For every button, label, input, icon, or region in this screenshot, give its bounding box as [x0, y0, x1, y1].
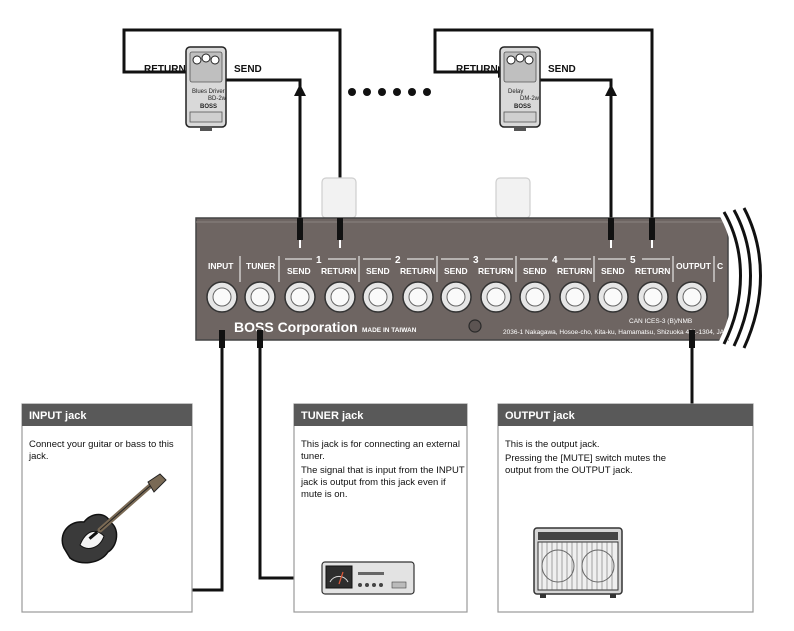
pedal-cables [122, 28, 654, 224]
pedal2-return-label: RETURN [456, 64, 498, 75]
pedal1-brand: BOSS [200, 104, 217, 110]
amplifier-icon [533, 527, 623, 598]
tuner-box-line-3: The signal that is input from the INPUT [301, 465, 465, 476]
loop4-send-jack[interactable] [519, 281, 551, 313]
input-box-line-1: Connect your guitar or bass to this [29, 439, 174, 450]
pedal2-send-label: SEND [548, 64, 576, 75]
panel-brand: BOSS Corporation [234, 319, 358, 335]
pedal-blues-driver: Blues Driver BD-2w BOSS [185, 46, 227, 131]
loop1-send-label: SEND [287, 266, 311, 276]
output-box-title: OUTPUT jack [505, 410, 576, 422]
cut-label: C [717, 261, 723, 271]
loop1-return-label: RETURN [321, 266, 356, 276]
pedal2-model: DM-2w [520, 96, 540, 102]
tuner-box-line-2: tuner. [301, 451, 325, 462]
loop5-return-label: RETURN [635, 266, 670, 276]
break-marks [718, 207, 762, 349]
tuner-box-line-4: jack is output from this jack even if [300, 477, 446, 488]
loop2-send-jack[interactable] [362, 281, 394, 313]
tuner-box-line-5: mute is on. [301, 489, 347, 500]
loop3-send-label: SEND [444, 266, 468, 276]
output-info-box: OUTPUT jack This is the output jack. Pre… [497, 403, 754, 613]
loop1-send-jack[interactable] [284, 281, 316, 313]
guitar-icon [61, 473, 167, 564]
panel-compliance: CAN ICES-3 (B)/NMB [629, 318, 692, 325]
loop3-return-label: RETURN [478, 266, 513, 276]
output-box-line-1: This is the output jack. [505, 439, 600, 450]
loop5-return-jack[interactable] [637, 281, 669, 313]
loop2-number: 2 [395, 255, 401, 266]
loop3-number: 3 [473, 255, 479, 266]
loop5-send-label: SEND [601, 266, 625, 276]
pedal1-name: Blues Driver [192, 89, 225, 95]
input-info-box: INPUT jack Connect your guitar or bass t… [21, 403, 193, 613]
loop2-return-jack[interactable] [402, 281, 434, 313]
tuner-box-title: TUNER jack [301, 410, 364, 422]
panel-jacks [206, 281, 708, 313]
loop4-send-label: SEND [523, 266, 547, 276]
input-label: INPUT [208, 261, 234, 271]
tuner-label: TUNER [246, 261, 275, 271]
pedal1-return-label: RETURN [144, 64, 186, 75]
loop3-send-jack[interactable] [440, 281, 472, 313]
loop1-number: 1 [316, 255, 322, 266]
panel-address: 2036-1 Nakagawa, Hosoe-cho, Kita-ku, Ham… [503, 329, 737, 336]
loop5-number: 5 [630, 255, 636, 266]
tuner-device-icon [321, 561, 415, 595]
input-box-title: INPUT jack [29, 410, 87, 422]
output-box-line-2: Pressing the [MUTE] switch mutes the [505, 453, 666, 464]
ellipsis-dots [348, 88, 431, 96]
top-plugs [297, 218, 655, 248]
input-box-line-2: jack. [28, 451, 49, 462]
pedal1-send-label: SEND [234, 64, 262, 75]
loop1-return-jack[interactable] [324, 281, 356, 313]
pedal2-name: Delay [508, 89, 523, 95]
panel-made-in: MADE IN TAIWAN [362, 327, 417, 334]
tuner-box-line-1: This jack is for connecting an external [301, 439, 460, 450]
pedal1-model: BD-2w [208, 96, 227, 102]
loop4-number: 4 [552, 255, 558, 266]
loop3-return-jack[interactable] [480, 281, 512, 313]
loop5-send-jack[interactable] [597, 281, 629, 313]
output-box-line-3: output from the OUTPUT jack. [505, 465, 633, 476]
output-jack[interactable] [676, 281, 708, 313]
rear-panel [195, 217, 729, 341]
pedal2-brand: BOSS [514, 104, 531, 110]
loop2-return-label: RETURN [400, 266, 435, 276]
loop4-return-jack[interactable] [559, 281, 591, 313]
screw-icon [468, 319, 482, 333]
loop2-send-label: SEND [366, 266, 390, 276]
output-label: OUTPUT [676, 261, 712, 271]
pedal-delay: Delay DM-2w BOSS [499, 46, 541, 131]
footswitches [321, 177, 531, 219]
tuner-jack[interactable] [244, 281, 276, 313]
input-jack[interactable] [206, 281, 238, 313]
loop4-return-label: RETURN [557, 266, 592, 276]
